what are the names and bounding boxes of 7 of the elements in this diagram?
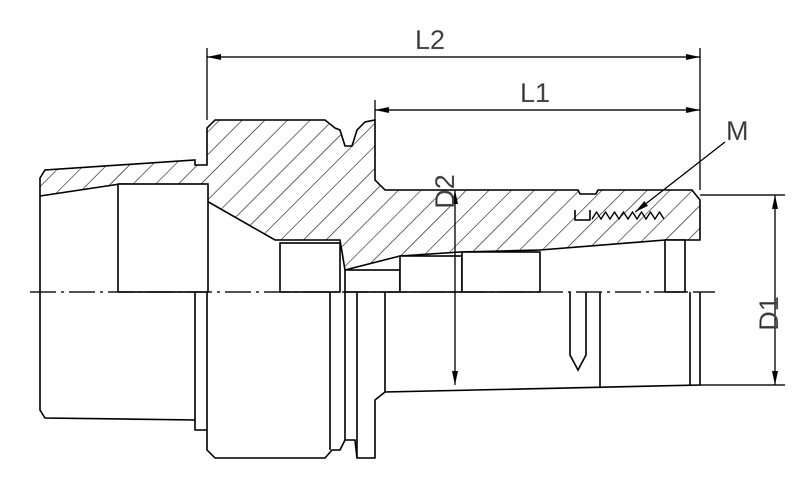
leader-line: [634, 142, 726, 212]
thread-label: M: [726, 118, 748, 145]
dimension-label: L2: [415, 27, 446, 54]
dimension-label: L1: [520, 80, 550, 107]
thread: [591, 210, 665, 220]
dimension-label: D2: [432, 174, 459, 209]
dimension-label: D1: [756, 296, 783, 331]
